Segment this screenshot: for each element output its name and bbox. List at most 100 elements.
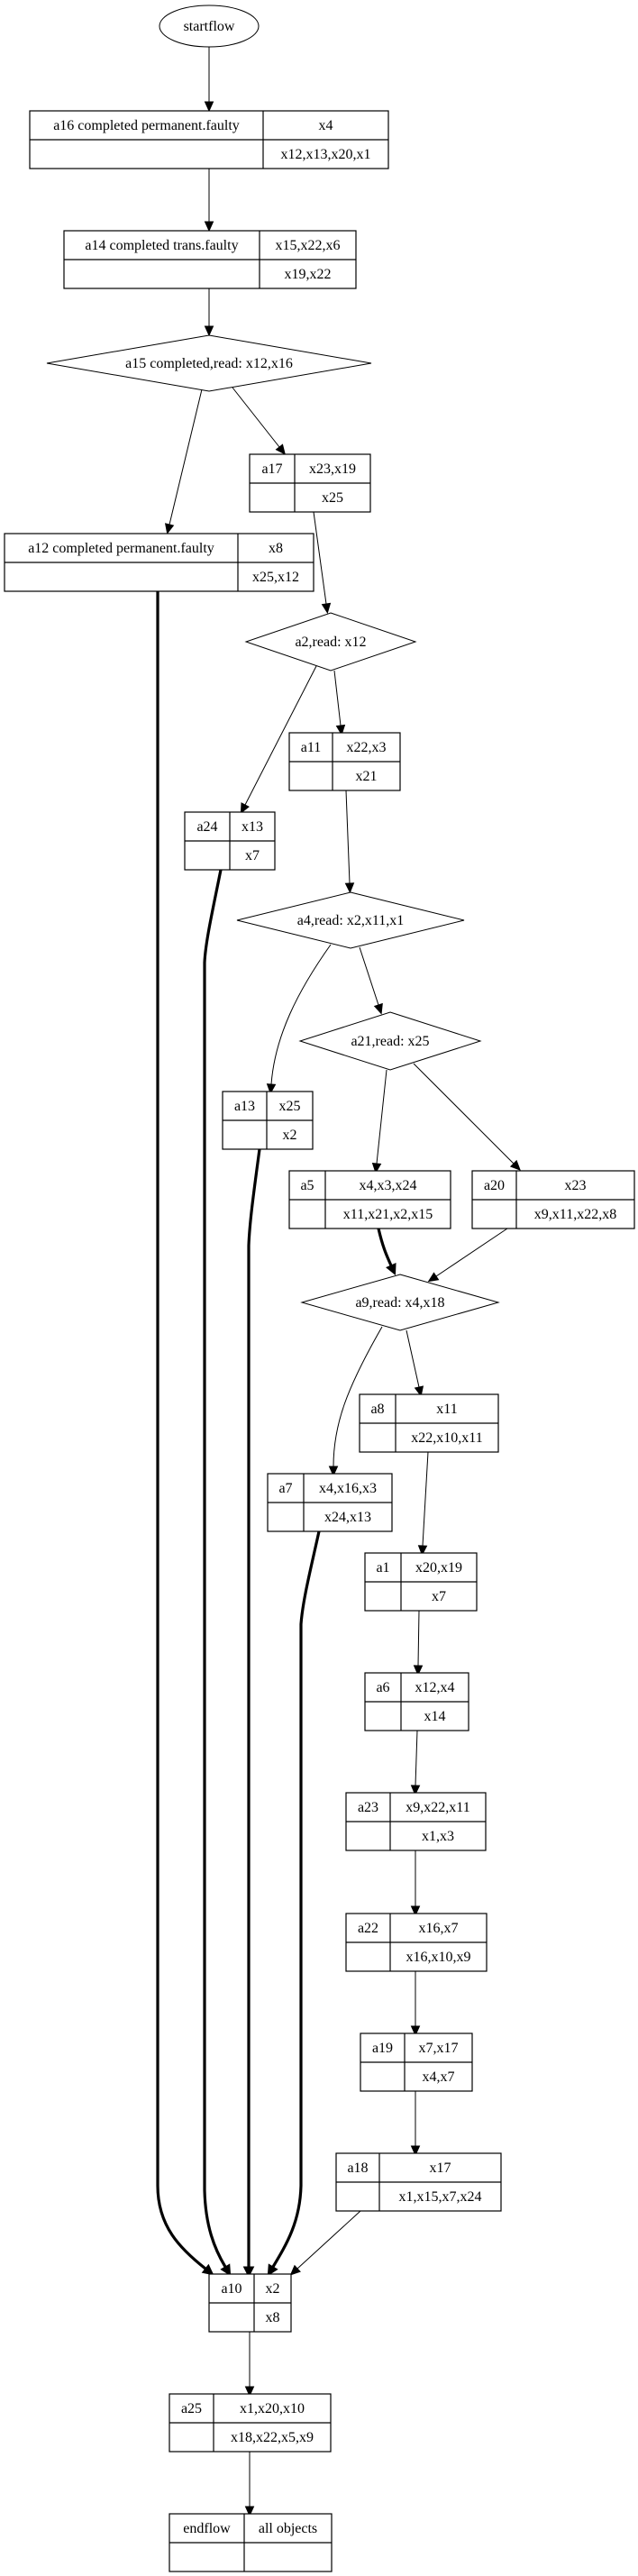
activity-name: a10: [221, 2281, 242, 2297]
node-a9[interactable]: a9,read: x4,x18: [300, 1274, 500, 1331]
arrowhead-icon: [267, 2263, 278, 2277]
edge-a19-a18: [410, 2091, 421, 2157]
arrowhead-icon: [244, 2386, 255, 2398]
edge-a21-a20: [413, 1063, 521, 1171]
edge-a21-a5: [371, 1069, 387, 1174]
arrowhead-icon: [204, 101, 214, 113]
read-objects: x4,x7: [423, 2069, 455, 2085]
edge-a13-a10: [242, 1148, 261, 2279]
read-objects: x11,x21,x2,x15: [343, 1207, 433, 1222]
node-a21[interactable]: a21,read: x25: [298, 1011, 482, 1071]
decision-label: a4,read: x2,x11,x1: [297, 913, 404, 928]
written-objects: x11: [436, 1402, 457, 1417]
written-objects: x15,x22,x6: [276, 238, 341, 253]
edge-a15-a17: [232, 387, 286, 455]
edge-a9-a7: [328, 1326, 383, 1477]
read-objects: x14: [424, 1709, 446, 1724]
written-objects: x13: [242, 819, 263, 835]
written-objects: x12,x4: [415, 1680, 455, 1695]
edge-a14-a15: [204, 288, 214, 337]
edge-line: [247, 1148, 261, 2267]
node-startflow[interactable]: startflow: [159, 5, 260, 48]
decision-label: a9,read: x4,x18: [355, 1295, 444, 1311]
node-a14[interactable]: a14 completed trans.faulty x15,x22,x6 x19,…: [63, 230, 357, 289]
edge-line: [345, 790, 351, 884]
diamond-shape: [46, 334, 372, 392]
arrowhead-icon: [220, 2263, 232, 2277]
arrowhead-icon: [410, 1785, 421, 1796]
read-objects: x22,x10,x11: [411, 1430, 482, 1446]
edge-line: [422, 1451, 429, 1547]
edge-a10-a25: [244, 2332, 255, 2398]
arrowhead-icon: [335, 724, 346, 736]
node-a8[interactable]: a8 x11 x22,x10,x11: [359, 1393, 499, 1453]
diamond-shape: [298, 1011, 482, 1071]
arrowhead-icon: [289, 2264, 301, 2276]
activity-name: a25: [181, 2401, 202, 2416]
edge-a4-a21: [359, 946, 383, 1015]
arrowhead-icon: [164, 523, 175, 534]
read-objects: x12,x13,x20,x1: [281, 147, 371, 162]
read-objects: x1,x15,x7,x24: [399, 2189, 482, 2205]
written-objects: x2: [266, 2281, 280, 2297]
activity-name: a14 completed trans.faulty: [85, 238, 238, 253]
activity-name: a1: [376, 1560, 389, 1576]
edge-line: [313, 511, 327, 605]
arrowhead-icon: [509, 1159, 521, 1171]
edge-a5-a9: [377, 1228, 396, 1276]
edge-line: [435, 1228, 508, 1277]
node-label: startflow: [184, 19, 235, 34]
read-objects: x7: [432, 1589, 446, 1604]
arrowhead-icon: [410, 1905, 421, 1917]
edge-line: [244, 665, 317, 806]
written-objects: all objects: [259, 2521, 317, 2536]
written-objects: x16,x7: [419, 1921, 459, 1936]
edge-line: [203, 869, 227, 2268]
read-objects: x25: [322, 490, 343, 506]
edge-a9-a8: [406, 1329, 424, 1397]
written-objects: x1,x20,x10: [240, 2401, 305, 2416]
arrowhead-icon: [371, 1162, 382, 1174]
read-objects: x19,x22: [285, 267, 332, 282]
arrowhead-icon: [240, 802, 250, 814]
edge-line: [296, 2210, 361, 2270]
decision-label: a2,read: x12: [295, 635, 366, 650]
edges-layer: [156, 47, 521, 2517]
arrowhead-icon: [201, 2263, 214, 2276]
decision-label: a15 completed,read: x12,x16: [125, 356, 293, 371]
arrowhead-icon: [328, 1466, 339, 1477]
edge-line: [376, 1069, 387, 1165]
read-objects: x16,x10,x9: [406, 1950, 471, 1965]
written-objects: x17: [430, 2160, 451, 2176]
node-a15[interactable]: a15 completed,read: x12,x16: [46, 334, 372, 392]
edge-a6-a23: [410, 1730, 421, 1796]
activity-name: a7: [278, 1481, 292, 1496]
node-a18[interactable]: a18 x17 x1,x15,x7,x24: [335, 2152, 502, 2212]
activity-name: a8: [370, 1402, 384, 1417]
arrowhead-icon: [266, 1083, 277, 1095]
edge-a18-a10: [289, 2210, 361, 2276]
activity-name: a18: [347, 2160, 368, 2176]
edge-a8-a1: [417, 1451, 429, 1557]
written-objects: x9,x22,x11: [406, 1800, 469, 1815]
node-a4[interactable]: a4,read: x2,x11,x1: [236, 891, 465, 949]
node-a2[interactable]: a2,read: x12: [244, 612, 417, 671]
read-objects: x2: [283, 1128, 297, 1143]
